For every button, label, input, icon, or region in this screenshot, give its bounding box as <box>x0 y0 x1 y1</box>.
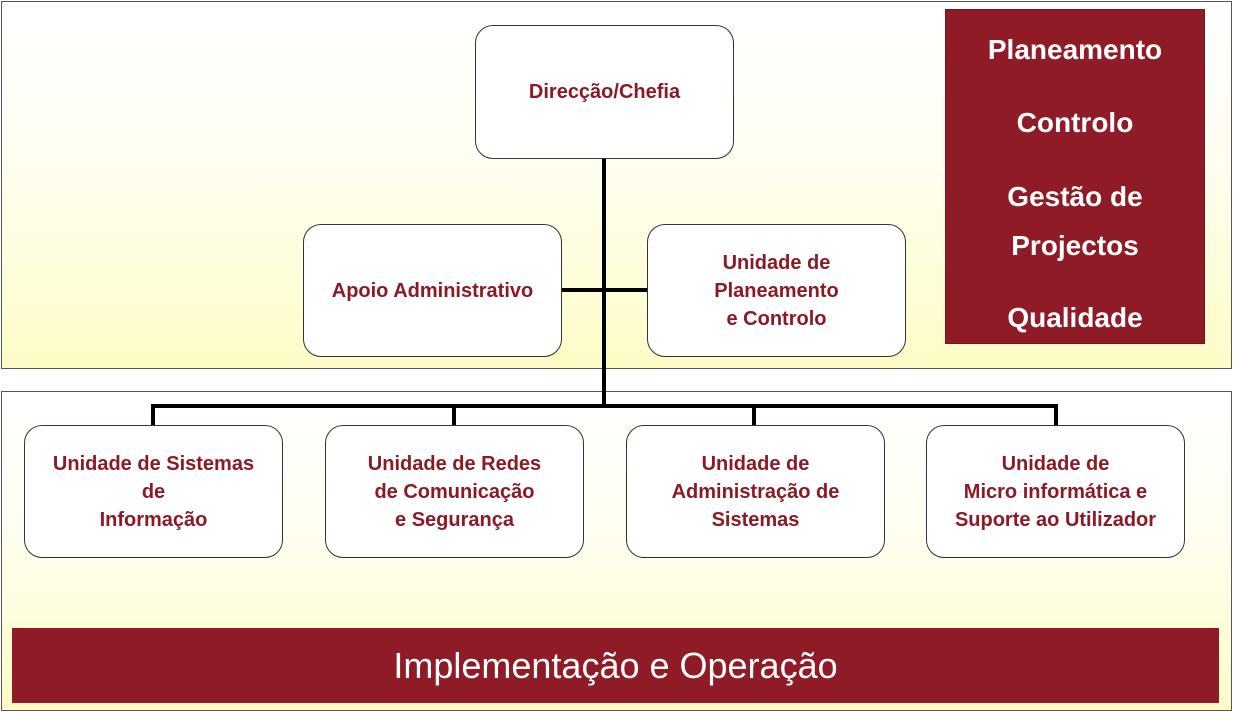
node-unit-micro-informatica: Unidade de Micro informática e Suporte a… <box>926 425 1185 558</box>
connector-main-vertical <box>602 158 606 408</box>
node-unit-administracao-sistemas: Unidade de Administração de Sistemas <box>626 425 885 558</box>
connector-unit-3 <box>752 404 756 426</box>
aside-item-planeamento: Planeamento <box>987 34 1163 65</box>
aside-item-qualidade: Qualidade <box>1007 302 1143 333</box>
aside-item-controlo: Controlo <box>1016 107 1134 138</box>
aside-item-projectos: Projectos <box>1011 230 1139 261</box>
footer-implementacao-operacao: Implementação e Operação <box>12 628 1219 703</box>
footer-label: Implementação e Operação <box>393 644 838 686</box>
node-unidade-planeamento-controlo: Unidade de Planeamento e Controlo <box>647 224 906 357</box>
node-unit-sistemas-informacao: Unidade de Sistemas de Informação <box>24 425 283 558</box>
connector-units-horizontal <box>151 404 1058 408</box>
aside-item-gestao-de: Gestão de <box>1007 181 1143 212</box>
connector-unit-2 <box>452 404 456 426</box>
node-apoio-administrativo: Apoio Administrativo <box>303 224 562 357</box>
node-unit-redes-comunicacao: Unidade de Redes de Comunicação e Segura… <box>325 425 584 558</box>
connector-unit-4 <box>1054 404 1058 426</box>
aside-functions-box: Planeamento Controlo Gestão de Projectos… <box>945 9 1205 344</box>
node-direccao-chefia: Direcção/Chefia <box>475 25 734 159</box>
connector-staff-horizontal <box>561 288 649 292</box>
connector-unit-1 <box>151 404 155 426</box>
